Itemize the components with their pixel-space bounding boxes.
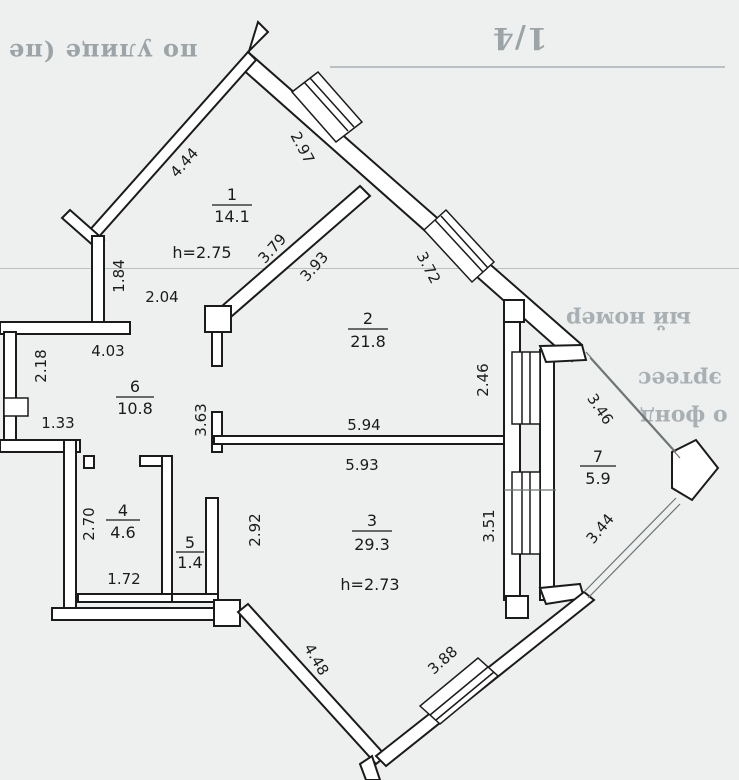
- room1-height: h=2.75: [172, 243, 231, 262]
- room2-area: 21.8: [350, 332, 386, 351]
- room1-area: 14.1: [214, 207, 250, 226]
- window-room6-west: [3, 397, 29, 417]
- wall-loggia-top: [538, 343, 588, 364]
- dim-room6-south: 1.33: [41, 414, 74, 432]
- dim-room2-ne: 3.72: [413, 249, 445, 287]
- loggia-glazing-upper: [585, 351, 677, 453]
- wall-room5-east: [205, 497, 219, 599]
- dim-room6-west: 2.18: [32, 349, 50, 382]
- room3-number: 3: [367, 511, 377, 530]
- room5-area: 1.4: [177, 553, 202, 572]
- wall-south-west: [51, 607, 223, 621]
- dim-room3-west: 2.92: [246, 513, 264, 546]
- window-room3-east: [511, 471, 541, 555]
- room6-area: 10.8: [117, 399, 153, 418]
- loggia-glazing-lower: [583, 497, 677, 593]
- room5-number: 5: [185, 533, 195, 552]
- column-east-upper: [503, 299, 525, 323]
- column-loggia-bay: [671, 438, 720, 502]
- wall-room4-south: [77, 593, 173, 603]
- dim-room7-lower: 3.44: [583, 510, 618, 547]
- room2-number: 2: [363, 309, 373, 328]
- dim-room4-west: 2.70: [80, 507, 98, 540]
- dim-room2-east: 2.46: [474, 363, 492, 396]
- column-south: [213, 599, 241, 627]
- wall-loggia-inner: [539, 349, 555, 601]
- wall-room1-west: [91, 235, 105, 333]
- room4-area: 4.6: [110, 523, 135, 542]
- room3-height: h=2.73: [340, 575, 399, 594]
- window-room2-east: [511, 351, 541, 425]
- wall-room3-southwest: [236, 602, 388, 766]
- column-center: [204, 305, 232, 333]
- wall-room6-east-lower: [211, 411, 223, 453]
- room4-number: 4: [118, 501, 128, 520]
- dim-room6-north: 4.03: [91, 342, 124, 360]
- dim-room1-south: 2.04: [145, 288, 178, 306]
- dim-room2-south: 5.94: [347, 416, 380, 434]
- room7-area: 5.9: [585, 469, 610, 488]
- dim-room6-east: 3.63: [192, 403, 210, 436]
- wall-room5-south: [171, 593, 219, 603]
- column-east-lower: [505, 595, 529, 619]
- room1-number: 1: [227, 185, 237, 204]
- room7-number: 7: [593, 447, 603, 466]
- header-underline: [330, 66, 725, 68]
- wall-room6-north: [0, 321, 131, 335]
- wall-room4-west: [63, 439, 77, 621]
- wall-stub-south: [358, 754, 382, 780]
- wall-room4-north-stub: [83, 455, 95, 469]
- wall-room2-room3: [213, 435, 517, 445]
- wall-room6-west: [3, 331, 17, 443]
- wall-room6-south: [0, 439, 81, 453]
- dim-room3-east: 3.51: [480, 509, 498, 542]
- form-line: [0, 268, 739, 269]
- dim-room3-north: 5.93: [345, 456, 378, 474]
- wall-outer-north: [238, 20, 584, 363]
- dim-room7-upper: 3.46: [583, 390, 617, 428]
- wall-room4-room5: [161, 455, 173, 599]
- room6-number: 6: [130, 377, 140, 396]
- dim-room3-se: 3.88: [424, 642, 461, 678]
- dim-room4-south: 1.72: [107, 570, 140, 588]
- dim-room1-outer-ne: 2.97: [287, 129, 319, 167]
- wall-room6-east-upper: [211, 331, 223, 367]
- dim-room1-west: 1.84: [110, 259, 128, 292]
- room3-area: 29.3: [354, 535, 390, 554]
